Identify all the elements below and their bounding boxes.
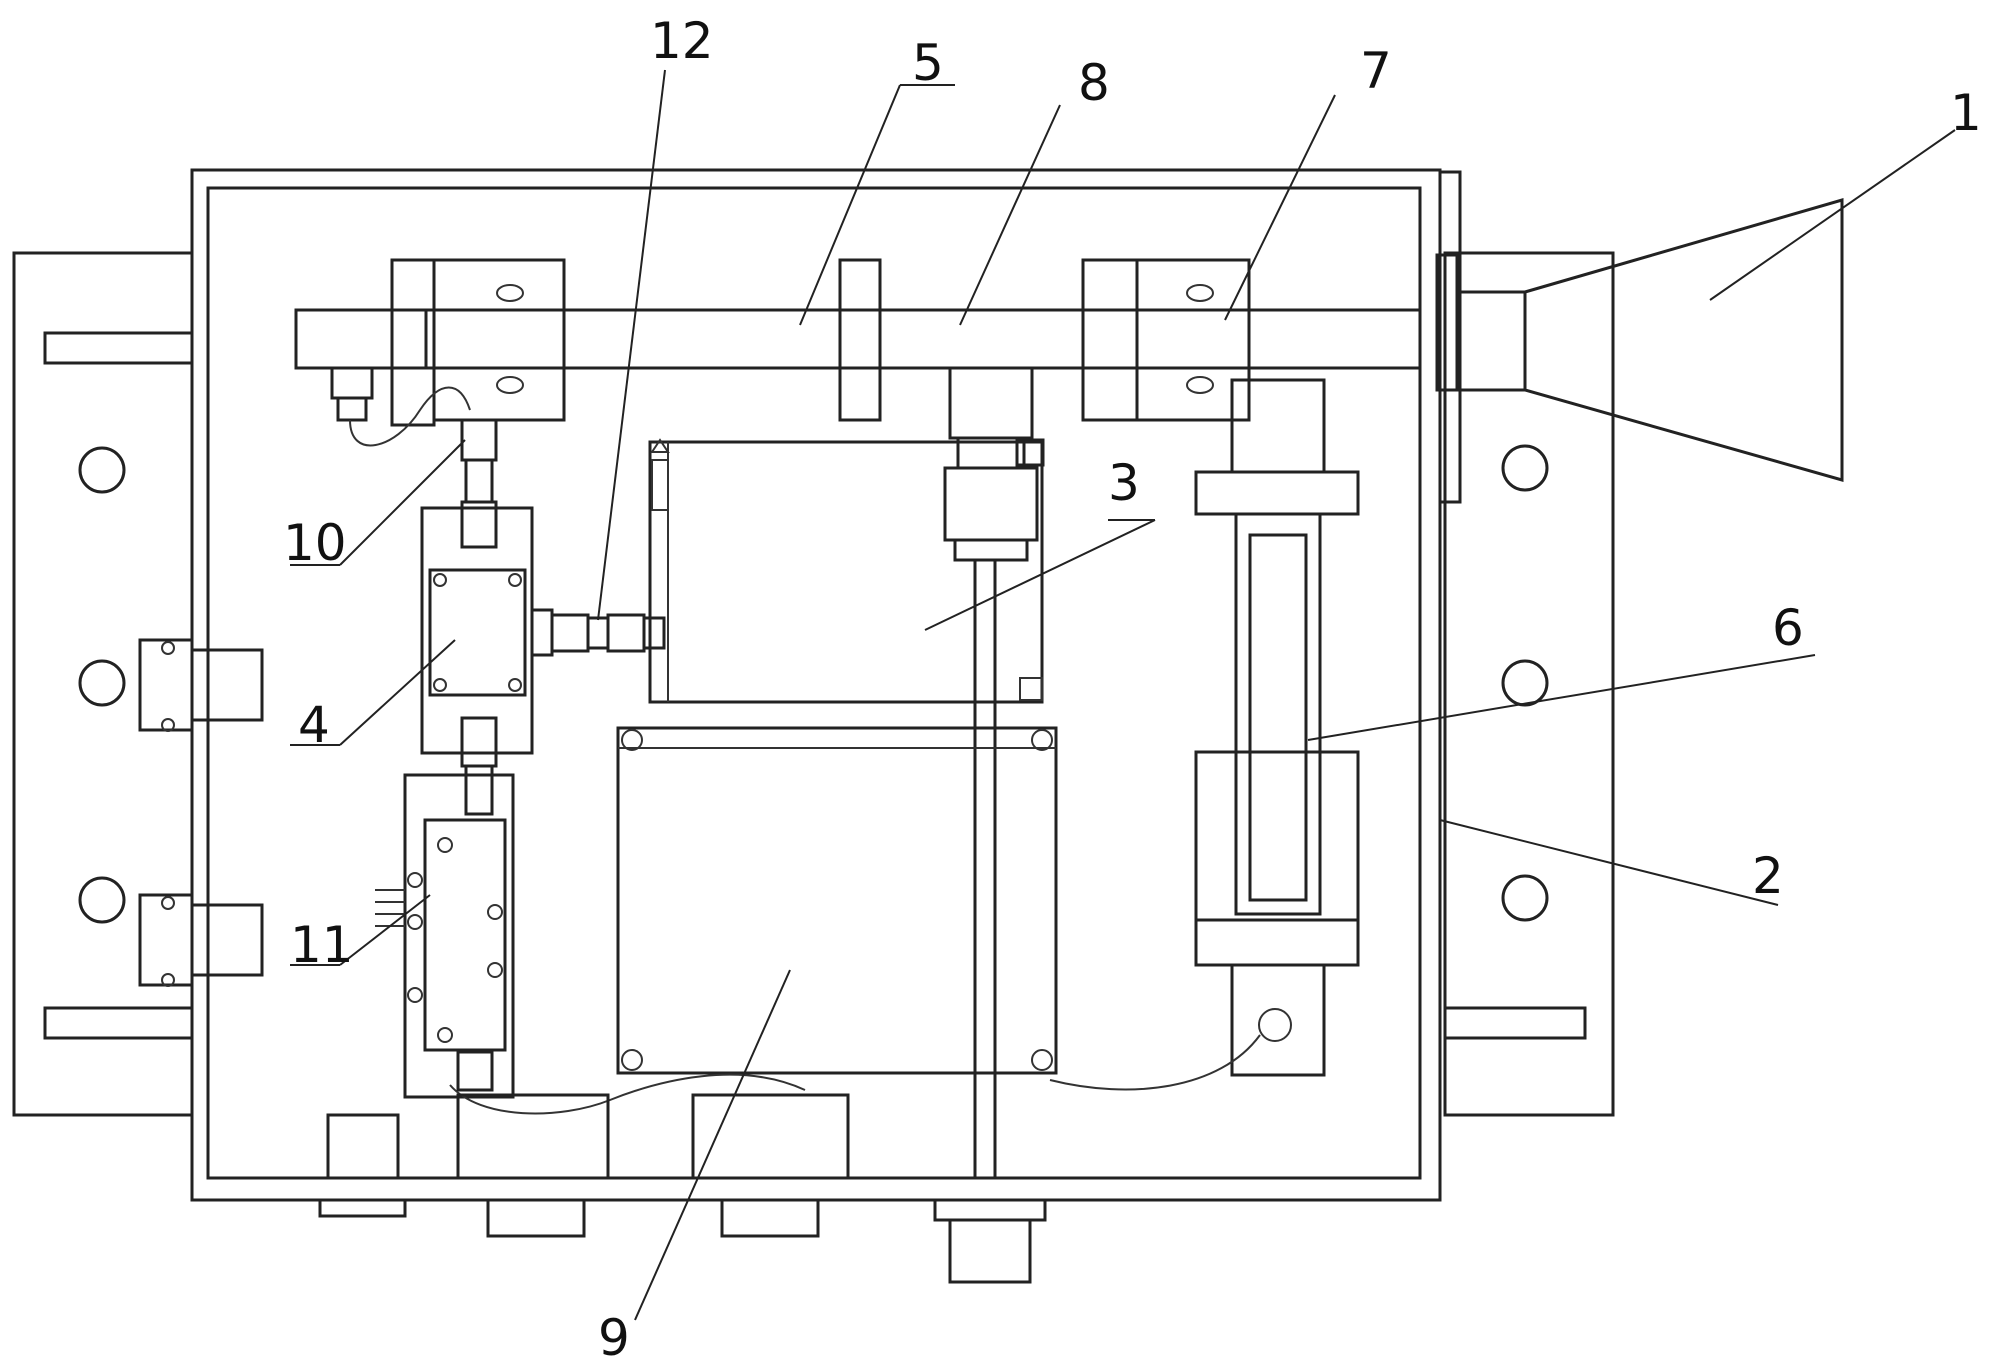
label-10: 10 [283, 514, 347, 572]
label-3: 3 [1108, 454, 1140, 512]
bottom-blocks [318, 1093, 1047, 1284]
label-8: 8 [1078, 54, 1110, 112]
leader-lines [290, 69, 1956, 1321]
component-6 [1049, 378, 1360, 1091]
label-9: 9 [598, 1309, 630, 1367]
label-7: 7 [1360, 42, 1392, 100]
component-11 [375, 716, 806, 1115]
label-1: 1 [1950, 84, 1982, 142]
module-9 [616, 726, 1058, 1075]
label-5: 5 [912, 34, 944, 92]
label-4: 4 [298, 696, 330, 754]
horn-antenna [1458, 198, 1844, 482]
part-labels: 1 2 3 4 5 6 7 8 9 10 11 12 [283, 12, 1982, 1367]
waveguide [294, 253, 1459, 447]
component-4 [420, 418, 666, 755]
label-11: 11 [290, 916, 354, 974]
detector-mount [943, 366, 1045, 1178]
label-12: 12 [650, 12, 714, 70]
left-connectors [138, 638, 264, 987]
label-6: 6 [1772, 599, 1804, 657]
right-mounting-plate [1443, 251, 1615, 1117]
label-2: 2 [1752, 847, 1784, 905]
enclosure [190, 168, 1462, 1202]
module-3 [648, 438, 1044, 704]
